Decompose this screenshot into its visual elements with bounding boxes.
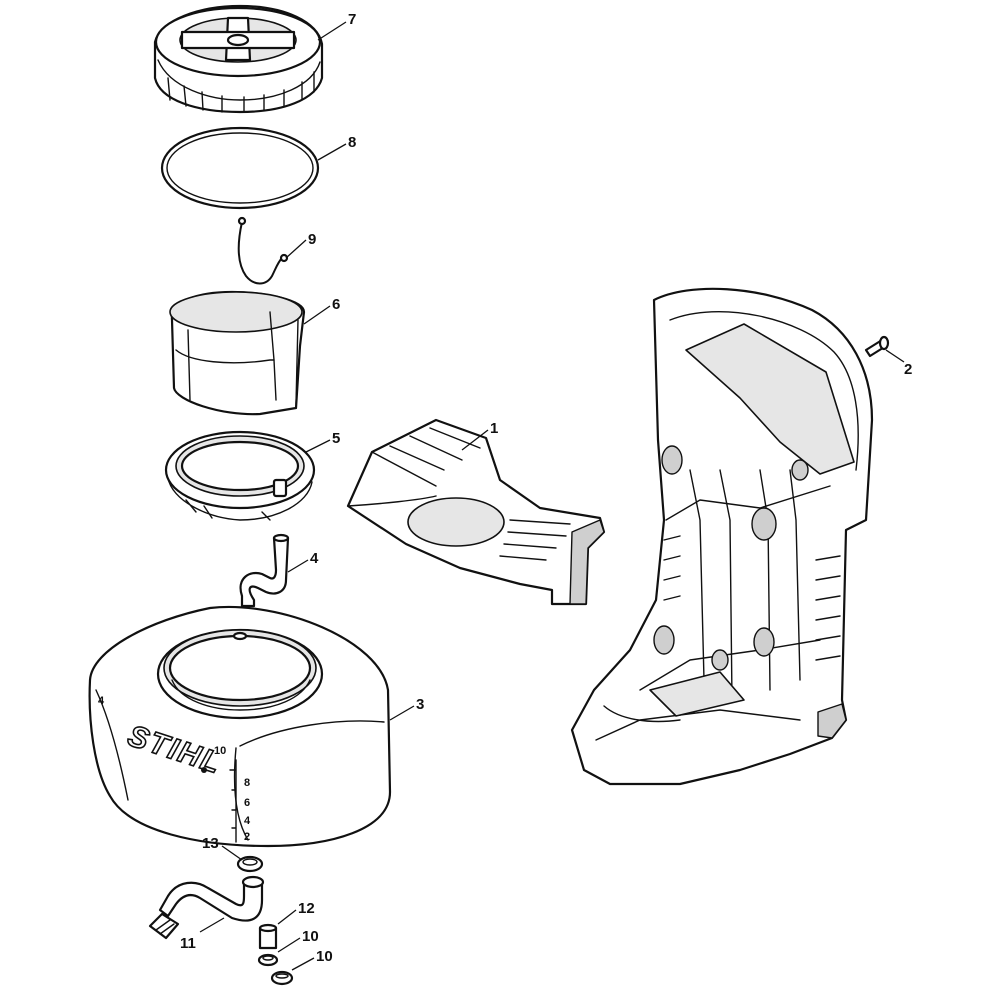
leader-10b <box>291 957 315 971</box>
leader-9 <box>285 239 307 259</box>
hose-elbow-part <box>239 533 290 608</box>
leader-lines <box>199 21 905 971</box>
screw-part <box>864 335 890 358</box>
scale-mark-4: 4 <box>244 815 251 827</box>
callout-sleeve: 12 <box>298 900 315 917</box>
scale-mark-2: 2 <box>244 831 250 843</box>
leader-6 <box>303 305 331 325</box>
clamp-b-part <box>270 970 294 986</box>
callout-retaining-ring: 5 <box>332 430 340 447</box>
callout-screw: 2 <box>904 361 912 378</box>
callout-tank: 3 <box>416 696 424 713</box>
tank-support-part <box>346 418 606 606</box>
leader-3 <box>389 705 415 721</box>
callout-tank-cap: 7 <box>348 11 356 28</box>
callout-labels: 7 8 9 6 5 4 3 1 2 13 11 12 10 10 <box>180 11 912 965</box>
tank-cap-part <box>153 4 324 114</box>
clamp-a-part <box>257 953 279 967</box>
cable-part <box>237 216 289 285</box>
leader-13 <box>221 845 243 861</box>
callout-hose-fitting: 11 <box>180 935 196 952</box>
scale-mark-6: 6 <box>244 797 250 809</box>
callout-tank-support: 1 <box>490 420 498 437</box>
backplate-frame-part <box>570 287 874 786</box>
hose-fitting-part <box>148 875 265 940</box>
leader-8 <box>317 143 347 161</box>
leader-7 <box>317 21 347 41</box>
callout-hose-elbow: 4 <box>310 550 319 567</box>
callout-hose-clamp-top: 13 <box>202 835 219 852</box>
leader-12 <box>277 909 297 925</box>
leader-4 <box>287 559 309 573</box>
leader-11 <box>199 917 225 933</box>
side-mark: 4 <box>98 695 105 707</box>
leader-2 <box>885 349 905 363</box>
leader-10a <box>277 937 301 953</box>
retaining-ring-part <box>164 430 316 521</box>
scale-mark-8: 8 <box>244 777 250 789</box>
fill-scale: 10 8 6 4 2 <box>214 745 251 843</box>
hose-clamp-top-part <box>236 855 264 873</box>
callout-cable: 9 <box>308 231 316 248</box>
tank-part: STIHL 4 10 8 6 4 2 <box>88 605 392 848</box>
strainer-part <box>169 290 306 416</box>
callout-o-ring: 8 <box>348 134 356 151</box>
callout-clamp-b: 10 <box>316 948 333 965</box>
leader-1 <box>461 429 489 451</box>
o-ring-part <box>160 126 320 210</box>
sleeve-part <box>258 923 278 950</box>
callout-strainer: 6 <box>332 296 340 313</box>
callout-clamp-a: 10 <box>302 928 319 945</box>
leader-5 <box>305 439 331 453</box>
scale-mark-10: 10 <box>214 745 226 757</box>
